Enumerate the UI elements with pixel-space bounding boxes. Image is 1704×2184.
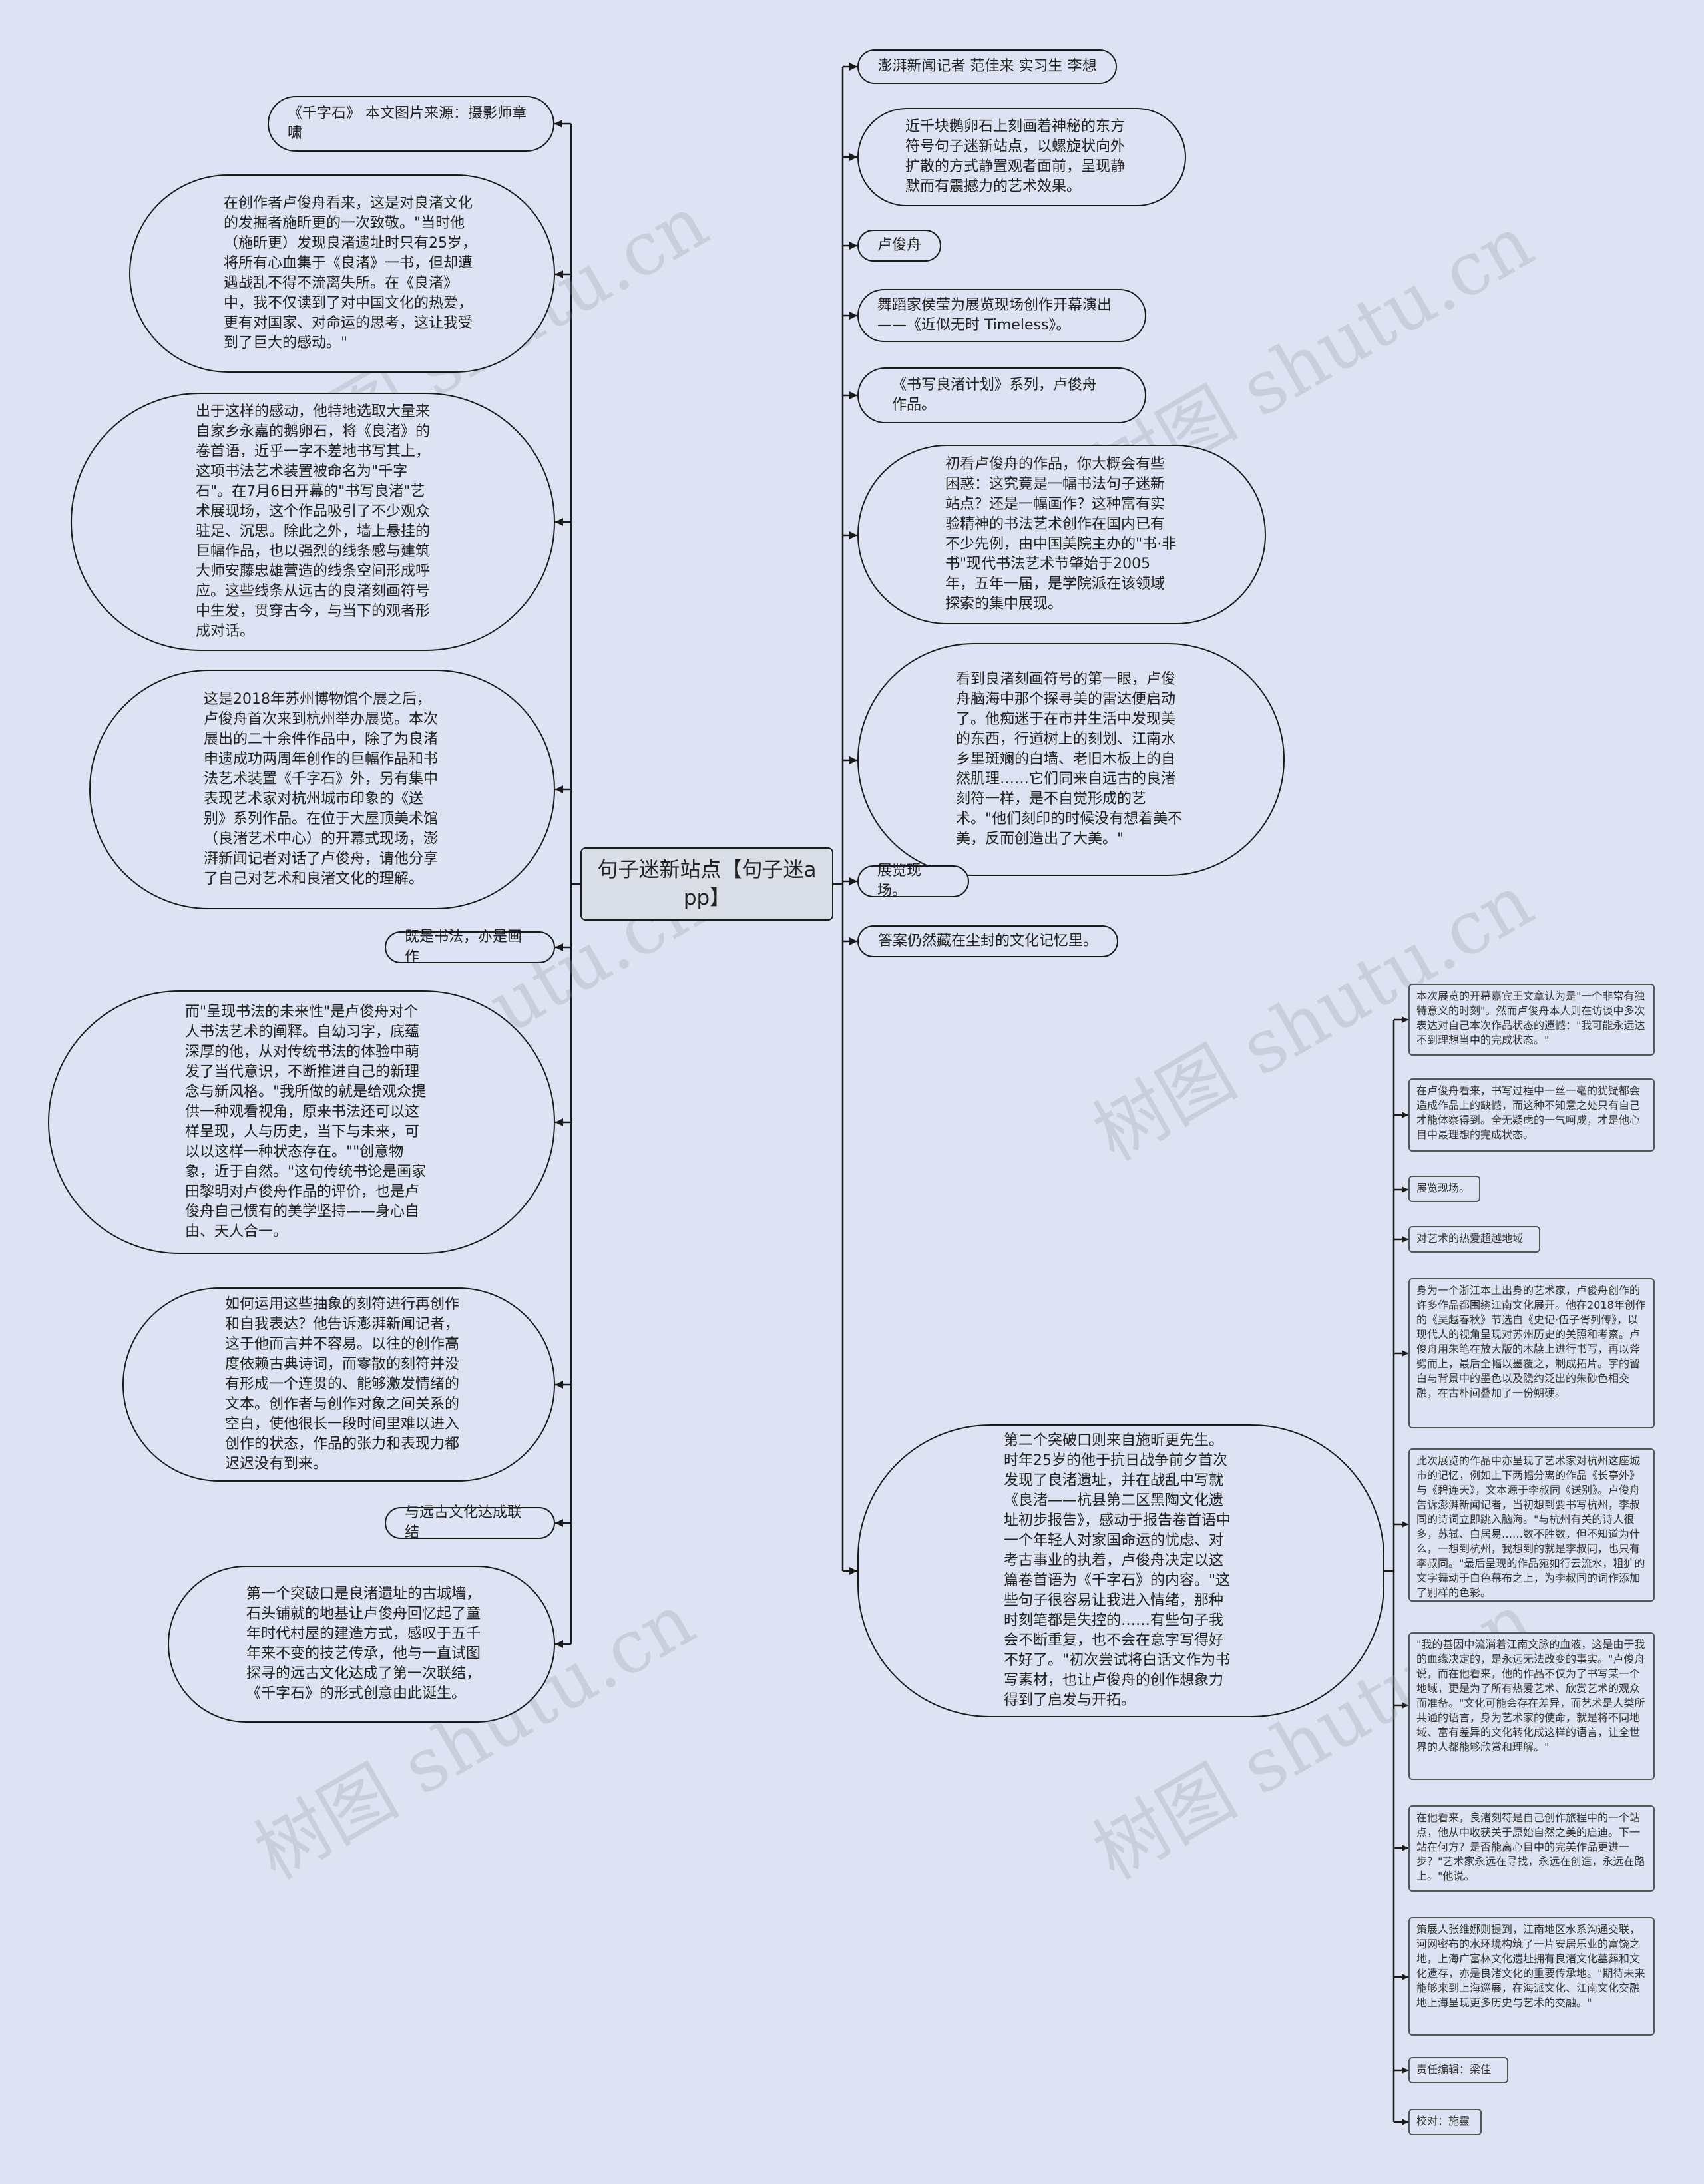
topic-text: 对艺术的热爱超越地域 [1416,1232,1524,1245]
right-topic-8[interactable]: 展览现场。 [857,863,969,899]
topic-text: 校对：施靈 [1416,2115,1470,2127]
topic-text: 舞蹈家侯莹为展览现场创作开幕演出——《近似无时 Timeless》。 [877,297,1112,333]
topic-text: 策展人张维娜则提到，江南地区水系沟通交联，河网密布的水环境构筑了一片安居乐业的富… [1416,1923,1645,2009]
detail-topic-7[interactable]: "我的基因中流淌着江南文脉的血液，这是由于我的血缘决定的，是永远无法改变的事实。… [1408,1632,1655,1780]
topic-text: 卢俊舟 [877,237,922,254]
right-topic-5[interactable]: 《书写良渚计划》系列，卢俊舟作品。 [857,367,1146,423]
topic-text: 而"呈现书法的未来性"是卢俊舟对个人书法艺术的阐释。自幼习字，底蕴深厚的他，从对… [185,1004,427,1240]
topic-text: 近千块鹅卵石上刻画着神秘的东方符号句子迷新站点，以螺旋状向外扩散的方式静置观者面… [905,118,1126,195]
topic-text: 这是2018年苏州博物馆个展之后，卢俊舟首次来到杭州举办展览。本次展出的二十余件… [204,691,439,887]
topic-text: 展览现场。 [877,863,922,899]
topic-text: 第一个突破口是良渚遗址的古城墙，石头铺就的地基让卢俊舟回忆起了童年时代村屋的建造… [246,1586,481,1702]
topic-text: 看到良渚刻画符号的第一眼，卢俊舟脑海中那个探寻美的雷达便启动了。他痴迷于在市井生… [956,671,1183,847]
left-topic-5[interactable]: 既是书法，亦是画作 [385,929,555,965]
topic-text: 答案仍然藏在尘封的文化记忆里。 [877,933,1098,949]
left-topic-3[interactable]: 出于这样的感动，他特地选取大量来自家乡永嘉的鹅卵石，将《良渚》的卷首语，近乎一字… [71,393,555,651]
topic-text: 在他看来，良渚刻符是自己创作旅程中的一个站点，他从中收获关于原始自然之美的启迪。… [1416,1811,1645,1882]
right-topic-7[interactable]: 看到良渚刻画符号的第一眼，卢俊舟脑海中那个探寻美的雷达便启动了。他痴迷于在市井生… [857,643,1285,876]
right-topic-1[interactable]: 澎湃新闻记者 范佳来 实习生 李想 [857,49,1117,84]
right-topic-4[interactable]: 舞蹈家侯莹为展览现场创作开幕演出——《近似无时 Timeless》。 [857,289,1146,342]
topic-text: 第二个突破口则来自施昕更先生。时年25岁的他于抗日战争前夕首次发现了良渚遗址，并… [1004,1432,1231,1709]
right-topic-2[interactable]: 近千块鹅卵石上刻画着神秘的东方符号句子迷新站点，以螺旋状向外扩散的方式静置观者面… [857,108,1186,206]
topic-text: 身为一个浙江本土出身的艺术家，卢俊舟创作的许多作品都围绕江南文化展开。他在201… [1416,1284,1646,1399]
topic-text: 如何运用这些抽象的刻符进行再创作和自我表达？他告诉澎湃新闻记者，这于他而言并不容… [225,1296,460,1472]
detail-topic-6[interactable]: 此次展览的作品中亦呈现了艺术家对杭州这座城市的记忆，例如上下两幅分离的作品《长亭… [1408,1448,1655,1602]
detail-topic-3[interactable]: 展览现场。 [1408,1176,1480,1202]
topic-text: 在创作者卢俊舟看来，这是对良渚文化的发掘者施昕更的一次致敬。"当时他（施昕更）发… [224,195,477,351]
right-topic-10[interactable]: 第二个突破口则来自施昕更先生。时年25岁的他于抗日战争前夕首次发现了良渚遗址，并… [857,1424,1384,1717]
topic-text: 出于这样的感动，他特地选取大量来自家乡永嘉的鹅卵石，将《良渚》的卷首语，近乎一字… [196,403,431,640]
topic-text: 责任编辑：梁佳 [1416,2063,1492,2075]
left-topic-1[interactable]: 《千字石》 本文图片来源：摄影师章啸 [268,96,554,152]
detail-topic-5[interactable]: 身为一个浙江本土出身的艺术家，卢俊舟创作的许多作品都围绕江南文化展开。他在201… [1408,1278,1655,1428]
detail-topic-2[interactable]: 在卢俊舟看来，书写过程中一丝一毫的犹疑都会造成作品上的缺憾，而这种不知意之处只有… [1408,1078,1655,1152]
detail-topic-4[interactable]: 对艺术的热爱超越地域 [1408,1226,1540,1253]
left-topic-9[interactable]: 第一个突破口是良渚遗址的古城墙，石头铺就的地基让卢俊舟回忆起了童年时代村屋的建造… [168,1566,555,1723]
left-topic-6[interactable]: 而"呈现书法的未来性"是卢俊舟对个人书法艺术的阐释。自幼习字，底蕴深厚的他，从对… [48,990,555,1254]
left-topic-4[interactable]: 这是2018年苏州博物馆个展之后，卢俊舟首次来到杭州举办展览。本次展出的二十余件… [89,670,555,909]
detail-topic-9[interactable]: 策展人张维娜则提到，江南地区水系沟通交联，河网密布的水环境构筑了一片安居乐业的富… [1408,1917,1655,2036]
topic-text: "我的基因中流淌着江南文脉的血液，这是由于我的血缘决定的，是永远无法改变的事实。… [1416,1638,1645,1753]
topic-text: 本次展览的开幕嘉宾王文章认为是"一个非常有独特意义的时刻"。然而卢俊舟本人则在访… [1416,990,1645,1046]
topic-text: 此次展览的作品中亦呈现了艺术家对杭州这座城市的记忆，例如上下两幅分离的作品《长亭… [1416,1454,1645,1599]
left-topic-8[interactable]: 与远古文化达成联结 [385,1504,555,1541]
topic-text: 《千字石》 本文图片来源：摄影师章啸 [288,105,527,142]
left-topic-2[interactable]: 在创作者卢俊舟看来，这是对良渚文化的发掘者施昕更的一次致敬。"当时他（施昕更）发… [129,174,555,373]
topic-text: 澎湃新闻记者 范佳来 实习生 李想 [877,58,1097,75]
detail-topic-10[interactable]: 责任编辑：梁佳 [1408,2057,1508,2083]
right-topic-9[interactable]: 答案仍然藏在尘封的文化记忆里。 [857,925,1118,957]
left-topic-7[interactable]: 如何运用这些抽象的刻符进行再创作和自我表达？他告诉澎湃新闻记者，这于他而言并不容… [122,1287,555,1482]
central-topic-text: 句子迷新站点【句子迷app】 [597,858,817,910]
detail-topic-1[interactable]: 本次展览的开幕嘉宾王文章认为是"一个非常有独特意义的时刻"。然而卢俊舟本人则在访… [1408,984,1655,1056]
central-topic[interactable]: 句子迷新站点【句子迷app】 [580,847,833,921]
topic-text: 初看卢俊舟的作品，你大概会有些困惑：这究竟是一幅书法句子迷新站点？还是一幅画作？… [945,456,1177,612]
detail-topic-11[interactable]: 校对：施靈 [1408,2109,1482,2135]
topic-text: 与远古文化达成联结 [405,1504,523,1541]
topic-text: 在卢俊舟看来，书写过程中一丝一毫的犹疑都会造成作品上的缺憾，而这种不知意之处只有… [1416,1084,1641,1141]
topic-text: 展览现场。 [1416,1182,1470,1194]
topic-text: 《书写良渚计划》系列，卢俊舟作品。 [892,377,1098,413]
right-topic-6[interactable]: 初看卢俊舟的作品，你大概会有些困惑：这究竟是一幅书法句子迷新站点？还是一幅画作？… [857,445,1266,624]
detail-topic-8[interactable]: 在他看来，良渚刻符是自己创作旅程中的一个站点，他从中收获关于原始自然之美的启迪。… [1408,1805,1655,1892]
topic-text: 既是书法，亦是画作 [405,929,523,965]
right-topic-3[interactable]: 卢俊舟 [857,230,941,262]
